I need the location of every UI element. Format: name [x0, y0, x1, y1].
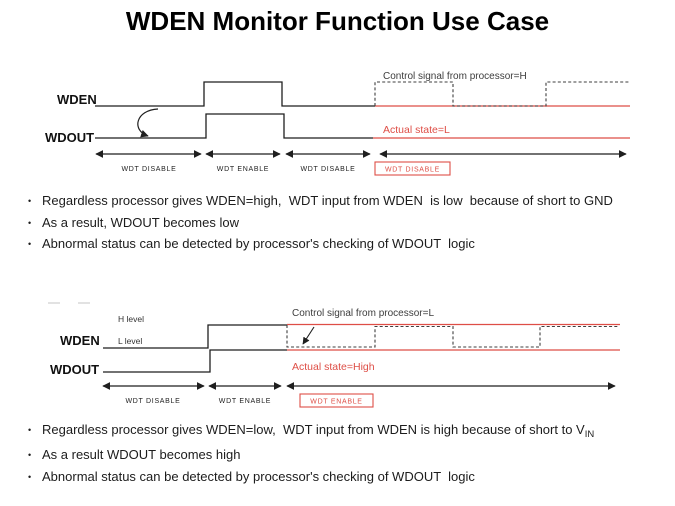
wdout-signal-label: WDOUT — [50, 362, 99, 377]
highlight-label: WDT DISABLE — [385, 167, 440, 174]
bullet-icon — [28, 191, 42, 213]
bullet-text: As a result, WDOUT becomes low — [42, 214, 239, 230]
feedback-curved-arrow-icon — [137, 108, 159, 138]
bullet-item: Regardless processor gives WDEN=high, WD… — [28, 191, 658, 213]
timeline-label: WDT DISABLE — [125, 398, 180, 405]
bullet-text: Abnormal status can be detected by proce… — [42, 468, 475, 484]
bullet-text: Abnormal status can be detected by proce… — [42, 236, 475, 251]
bullet-text: As a result WDOUT becomes high — [42, 446, 241, 462]
bullet-text: Regardless processor gives WDEN=high, WD… — [42, 193, 613, 208]
control-signal-dashed-trace — [286, 325, 619, 348]
highlight-box — [374, 161, 451, 176]
wdout-signal-trace — [103, 349, 287, 373]
l-level-label: L level — [118, 336, 142, 346]
bullet-icon — [28, 467, 42, 489]
timeline-label: WDT DISABLE — [300, 166, 355, 173]
bullet-item: Abnormal status can be detected by proce… — [28, 234, 658, 256]
bullet-item: As a result WDOUT becomes high — [28, 445, 658, 467]
wdout-signal-label: WDOUT — [45, 130, 94, 145]
bullet-icon — [28, 445, 42, 467]
wden-signal-label: WDEN — [60, 333, 100, 348]
timeline-label: WDT ENABLE — [217, 166, 269, 173]
wden-signal-trace — [103, 324, 287, 349]
highlight-label: WDT ENABLE — [310, 399, 362, 406]
bullet-icon — [28, 420, 42, 442]
bullet-icon — [28, 213, 42, 235]
control-signal-label: Control signal from processor=L — [292, 308, 434, 319]
bullet-text-main: Regardless processor gives WDEN=low, WDT… — [42, 422, 585, 437]
bullet-item: Abnormal status can be detected by proce… — [28, 467, 658, 489]
wdout-signal-trace — [95, 113, 373, 139]
diagram1: WDEN WDOUT Control signal from processor… — [45, 71, 630, 176]
diagram2: H level L level WDEN WDOUT Control signa… — [48, 302, 620, 408]
actual-state-label: Actual state=High — [292, 361, 375, 373]
actual-state-label: Actual state=L — [383, 124, 450, 136]
bullet-list-bottom: Regardless processor gives WDEN=low, WDT… — [28, 420, 658, 488]
bullet-list-top: Regardless processor gives WDEN=high, WD… — [28, 191, 658, 256]
timeline-label: WDT ENABLE — [219, 398, 271, 405]
bullet-item: Regardless processor gives WDEN=low, WDT… — [28, 420, 658, 445]
wden-signal-label: WDEN — [57, 92, 97, 107]
pointer-arrow-icon — [302, 326, 315, 345]
vin-subscript: IN — [584, 429, 595, 440]
timeline-label: WDT DISABLE — [121, 166, 176, 173]
bullet-text: Regardless processor gives WDEN=low, WDT… — [42, 420, 594, 445]
slide-title: WDEN Monitor Function Use Case — [125, 6, 550, 36]
control-signal-dashed-trace — [374, 81, 629, 107]
highlight-box — [299, 393, 374, 408]
bullet-icon — [28, 234, 42, 256]
control-signal-label: Control signal from processor=H — [383, 71, 527, 82]
bullet-item: As a result, WDOUT becomes low — [28, 213, 658, 235]
h-level-label: H level — [118, 314, 144, 324]
wden-signal-trace — [95, 81, 375, 107]
